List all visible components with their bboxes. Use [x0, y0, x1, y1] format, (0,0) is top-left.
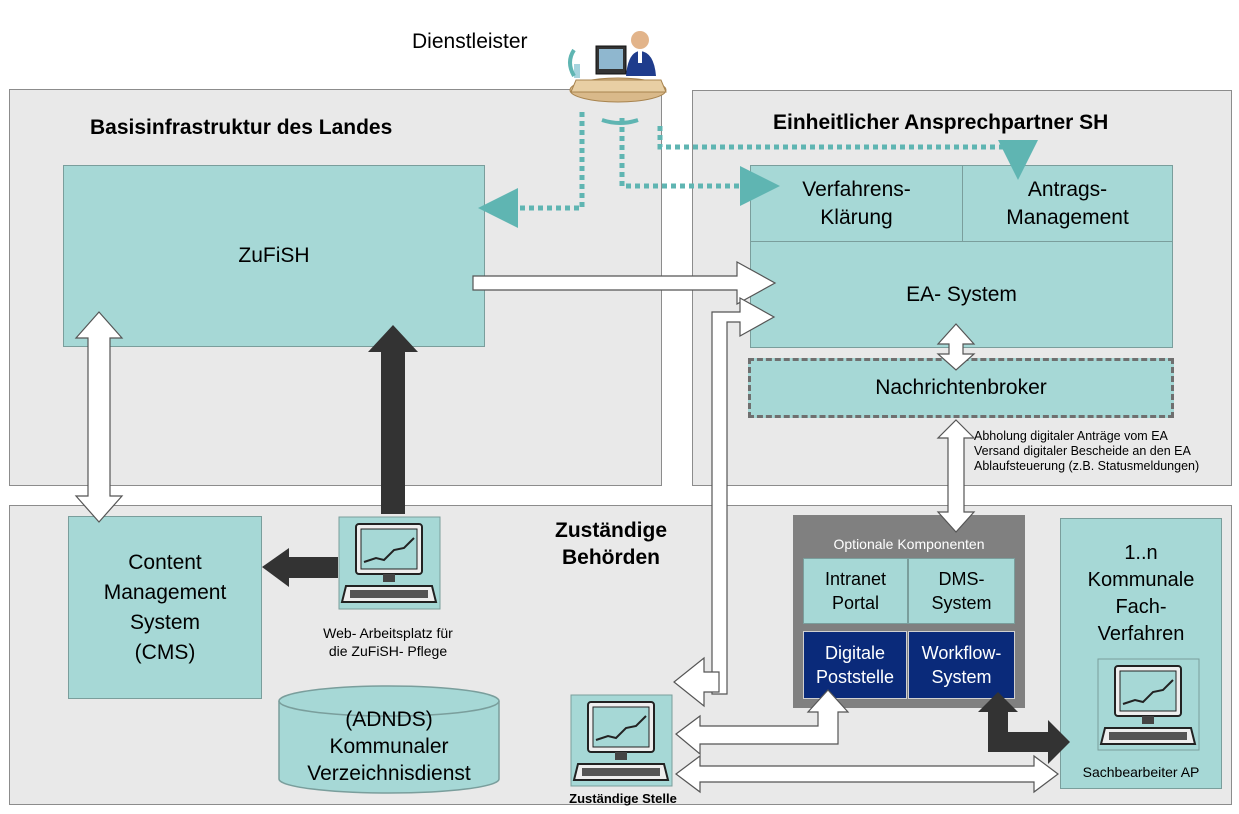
- arrow-stelle-poststelle: [675, 689, 850, 756]
- workflow-system-box: Workflow- System: [908, 631, 1015, 699]
- arrow-zufish-to-ea: [472, 260, 777, 306]
- broker-note-2: Versand digitaler Bescheide an den EA: [974, 444, 1191, 458]
- arrow-workflow-sachbearbeiter: [978, 692, 1070, 764]
- kommunale-line1: 1..n: [1124, 542, 1158, 564]
- region-title-ea: Einheitlicher Ansprechpartner SH: [773, 111, 1109, 134]
- sachbearbeiter-computer-icon: [1097, 658, 1200, 751]
- region-title-basis: Basisinfrastruktur des Landes: [90, 116, 393, 139]
- region-title-behoerden-line1: Zuständige: [555, 519, 668, 542]
- broker-note-1: Abholung digitaler Anträge vom EA: [974, 429, 1168, 443]
- broker-note-3: Ablaufsteuerung (z.B. Statusmeldungen): [974, 459, 1200, 473]
- dotted-arrow-to-zufish: [478, 112, 585, 228]
- workflow-line2: System: [931, 667, 992, 687]
- web-workstation-caption: Web- Arbeitsplatz für die ZuFiSH- Pflege: [288, 624, 488, 660]
- arrow-broker-optional: [936, 419, 976, 533]
- connector-hook-bottom: [601, 118, 639, 125]
- region-title-behoerden: Zuständige Behörden: [555, 517, 667, 571]
- adnds-line2: Kommunaler: [329, 735, 449, 758]
- zufish-label: ZuFiSH: [238, 244, 310, 267]
- intranet-line2: Portal: [831, 593, 880, 613]
- web-caption-line2: die ZuFiSH- Pflege: [328, 643, 448, 659]
- intranet-portal-box: Intranet Portal: [803, 558, 908, 624]
- adnds-cylinder: [277, 683, 501, 795]
- arrow-stelle-to-ea: [711, 296, 776, 695]
- zustaendige-stelle-caption: Zuständige Stelle: [569, 791, 677, 806]
- workflow-line1: Workflow-: [921, 643, 1002, 663]
- digitale-poststelle-box: Digitale Poststelle: [803, 631, 907, 699]
- arrow-stelle-sachbearbeiter: [675, 754, 1059, 794]
- arrow-workstation-to-zufish: [368, 325, 418, 514]
- adnds-line3: Verzeichnisdienst: [307, 762, 471, 785]
- cms-box: Content Management System (CMS): [68, 516, 262, 699]
- region-title-behoerden-line2: Behörden: [562, 546, 661, 569]
- service-provider-icon: [566, 18, 671, 108]
- zufish-box: ZuFiSH: [63, 165, 485, 347]
- kommunale-text: 1..n Kommunale Fach- Verfahren: [1060, 540, 1222, 648]
- connector-hook-left: [568, 48, 576, 77]
- kommunale-line2: Kommunale: [1087, 569, 1195, 591]
- optional-components-title: Optionale Komponenten: [833, 536, 985, 552]
- kommunale-line4: Verfahren: [1097, 623, 1185, 645]
- arrow-zufish-cms: [74, 311, 124, 523]
- actor-label: Dienstleister: [412, 30, 528, 53]
- verfahren-line2: Klärung: [820, 205, 893, 229]
- nachrichtenbroker-box: Nachrichtenbroker: [748, 358, 1174, 418]
- web-caption-line1: Web- Arbeitsplatz für: [323, 625, 453, 641]
- cms-line1: Content: [128, 550, 202, 574]
- arrow-workstation-to-cms: [262, 548, 338, 587]
- verfahren-line1: Verfahrens-: [802, 177, 911, 201]
- cms-line4: (CMS): [134, 640, 196, 664]
- antrags-line1: Antrags-: [1027, 177, 1108, 201]
- sachbearbeiter-caption: Sachbearbeiter AP: [1082, 764, 1200, 780]
- dotted-arrow-to-antrags: [657, 126, 1038, 180]
- dms-system-box: DMS- System: [908, 558, 1015, 624]
- arrow-ea-to-stelle: [673, 656, 720, 708]
- zustaendige-stelle-computer-icon: [570, 694, 673, 787]
- kommunale-line3: Fach-: [1115, 596, 1167, 618]
- arrow-ea-broker: [936, 323, 976, 371]
- dms-line2: System: [931, 593, 992, 613]
- antragsmanagement-box: Antrags- Management: [962, 165, 1173, 242]
- ea-system-label: EA- System: [906, 282, 1017, 306]
- cms-line3: System: [129, 610, 200, 634]
- adnds-text: (ADNDS) Kommunaler Verzeichnisdienst: [277, 706, 501, 787]
- dotted-arrow-to-verfahren: [619, 118, 780, 206]
- digitale-line1: Digitale: [824, 643, 886, 663]
- antrags-line2: Management: [1006, 205, 1129, 229]
- broker-notes: Abholung digitaler Anträge vom EA Versan…: [974, 429, 1199, 474]
- cms-line2: Management: [103, 580, 227, 604]
- web-workstation-computer-icon: [338, 516, 441, 610]
- digitale-line2: Poststelle: [815, 667, 895, 687]
- nachrichtenbroker-label: Nachrichtenbroker: [875, 376, 1047, 399]
- intranet-line1: Intranet: [824, 569, 887, 589]
- dms-line1: DMS-: [938, 569, 985, 589]
- adnds-line1: (ADNDS): [345, 708, 433, 731]
